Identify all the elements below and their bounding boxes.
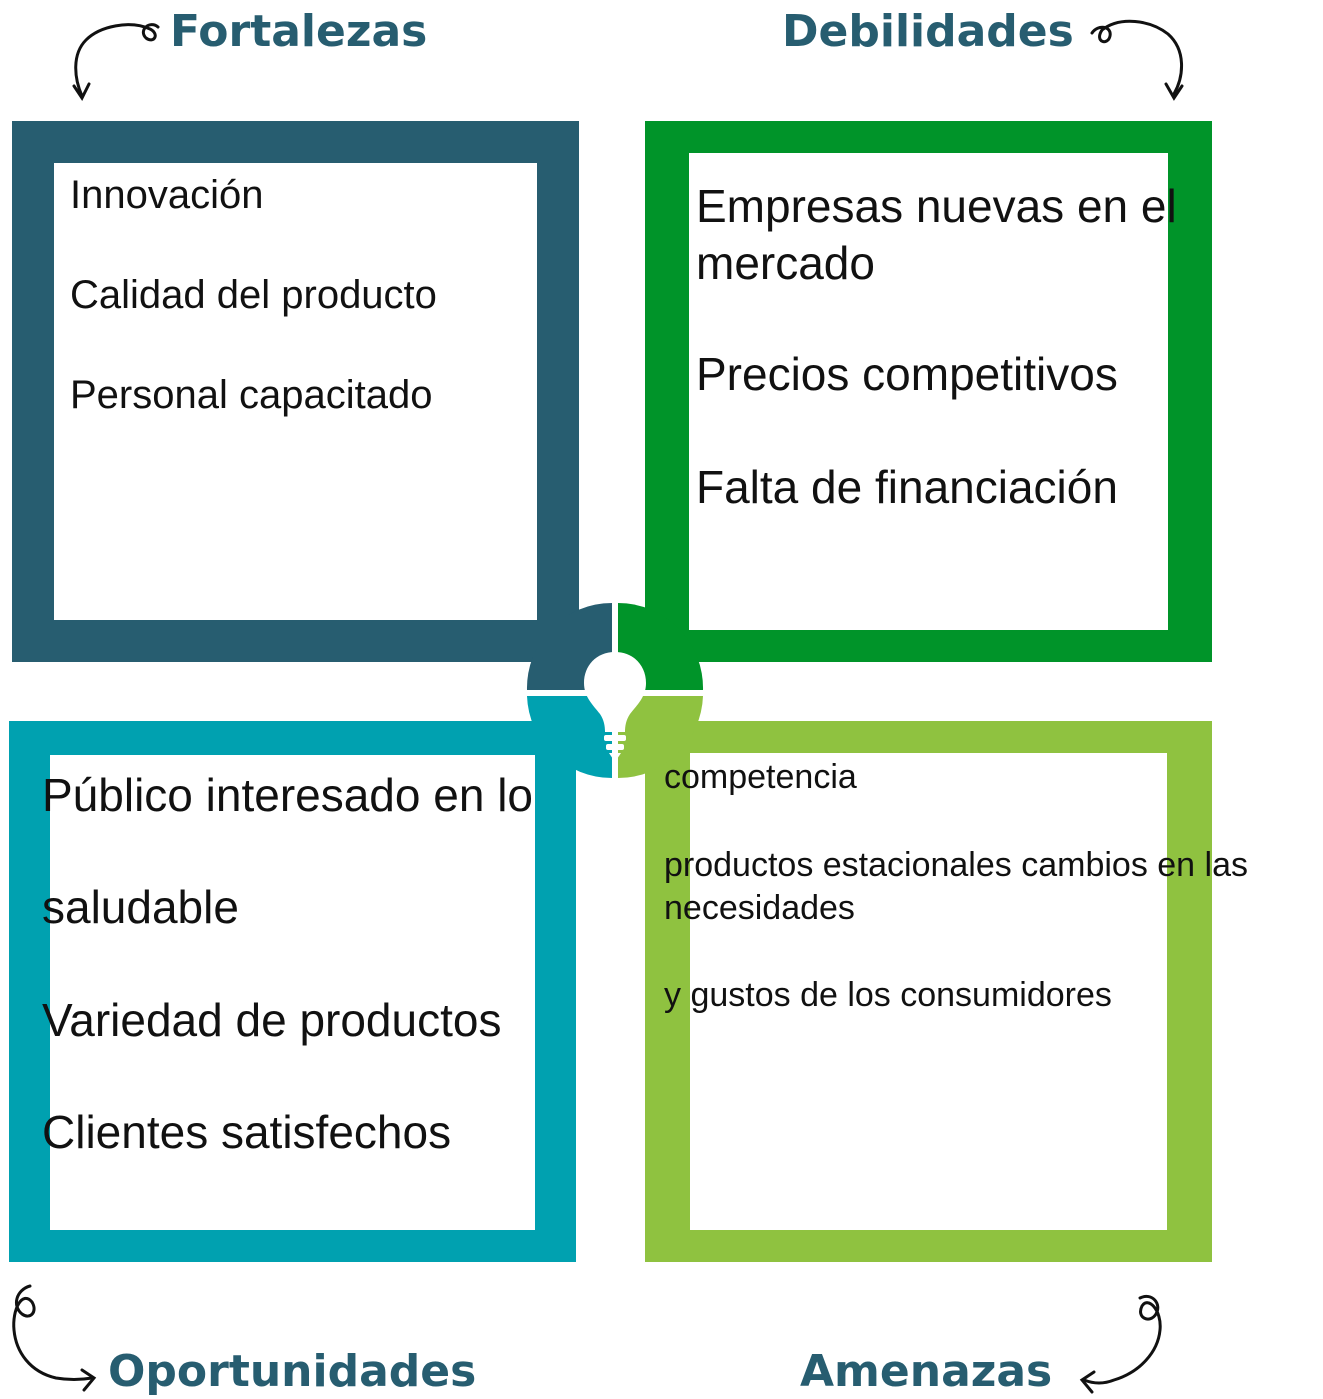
weaknesses-title: Debilidades — [782, 6, 1074, 57]
weaknesses-item-2: mercado — [696, 237, 875, 289]
weaknesses-item-3: Precios competitivos — [696, 348, 1118, 400]
weaknesses-item-4: Falta de financiación — [696, 461, 1118, 513]
threats-curly-arrow-icon — [1079, 1295, 1162, 1394]
opportunities-item-1: Público interesado en lo — [42, 769, 533, 821]
weaknesses-curly-arrow-icon — [1090, 19, 1184, 101]
threats-item-2: productos estacionales cambios en las — [664, 846, 1248, 884]
strengths-item-3: Personal capacitado — [70, 373, 433, 417]
strengths-title: Fortalezas — [170, 6, 428, 57]
threats-frame — [645, 721, 1212, 1262]
opportunities-item-4: Clientes satisfechos — [42, 1106, 452, 1158]
threats-item-3: necesidades — [664, 889, 855, 927]
hub-quarter-threats — [618, 696, 703, 778]
opportunities-frame — [9, 721, 576, 1262]
hub-quarter-opportunities — [527, 696, 612, 778]
lightbulb-icon — [584, 652, 646, 759]
opportunities-title: Oportunidades — [108, 1346, 477, 1397]
threats-item-1: competencia — [664, 758, 857, 796]
strengths-item-2: Calidad del producto — [70, 273, 437, 317]
weaknesses-item-1: Empresas nuevas en el — [696, 180, 1177, 232]
threats-item-4: y gustos de los consumidores — [664, 976, 1112, 1014]
strengths-curly-arrow-icon — [72, 23, 160, 101]
opportunities-item-2: saludable — [42, 881, 239, 933]
opportunities-item-3: Variedad de productos — [42, 994, 502, 1046]
strengths-frame — [12, 121, 579, 662]
opportunities-curly-arrow-icon — [12, 1284, 97, 1392]
weaknesses-frame — [645, 121, 1212, 662]
threats-title: Amenazas — [800, 1346, 1053, 1397]
strengths-item-1: Innovación — [70, 173, 264, 217]
